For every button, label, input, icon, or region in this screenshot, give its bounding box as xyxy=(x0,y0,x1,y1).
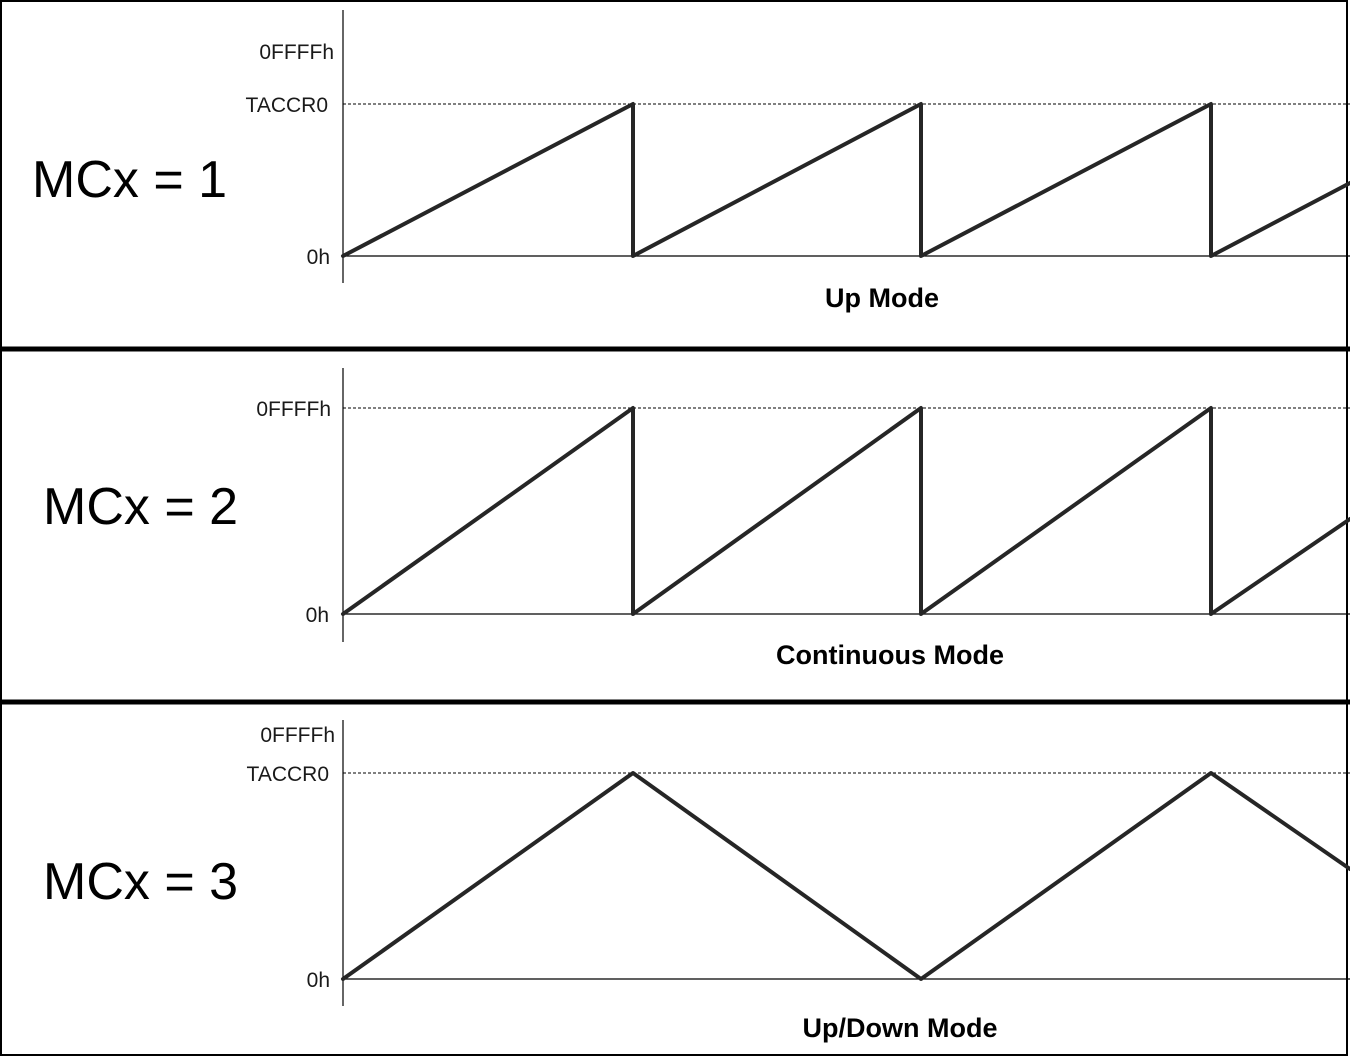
tick-label-taccr0: TACCR0 xyxy=(247,763,329,786)
panel-up-down-mode: MCx = 3 0FFFFh TACCR0 0h Up/Down Mode xyxy=(43,720,1350,1043)
counter-waveform xyxy=(341,771,1350,981)
mode-caption: Continuous Mode xyxy=(776,640,1004,670)
tick-label-zero: 0h xyxy=(307,969,330,992)
tick-label-zero: 0h xyxy=(307,246,330,269)
panel-up-mode: MCx = 1 0FFFFh TACCR0 0h Up Mode xyxy=(32,10,1350,313)
mode-label: MCx = 3 xyxy=(43,853,238,911)
counter-waveform xyxy=(341,406,1350,616)
mode-label: MCx = 1 xyxy=(32,151,227,209)
tick-label-max: 0FFFFh xyxy=(260,724,335,747)
tick-label-max: 0FFFFh xyxy=(259,41,334,64)
counter-waveform xyxy=(341,102,1350,258)
tick-label-zero: 0h xyxy=(306,604,329,627)
mode-caption: Up/Down Mode xyxy=(803,1013,998,1043)
tick-label-taccr0: TACCR0 xyxy=(246,94,328,117)
panel-continuous-mode: MCx = 2 0FFFFh 0h Continuous Mode xyxy=(43,368,1350,670)
mode-caption: Up Mode xyxy=(825,283,939,313)
tick-label-max: 0FFFFh xyxy=(256,398,331,421)
mode-label: MCx = 2 xyxy=(43,478,238,536)
